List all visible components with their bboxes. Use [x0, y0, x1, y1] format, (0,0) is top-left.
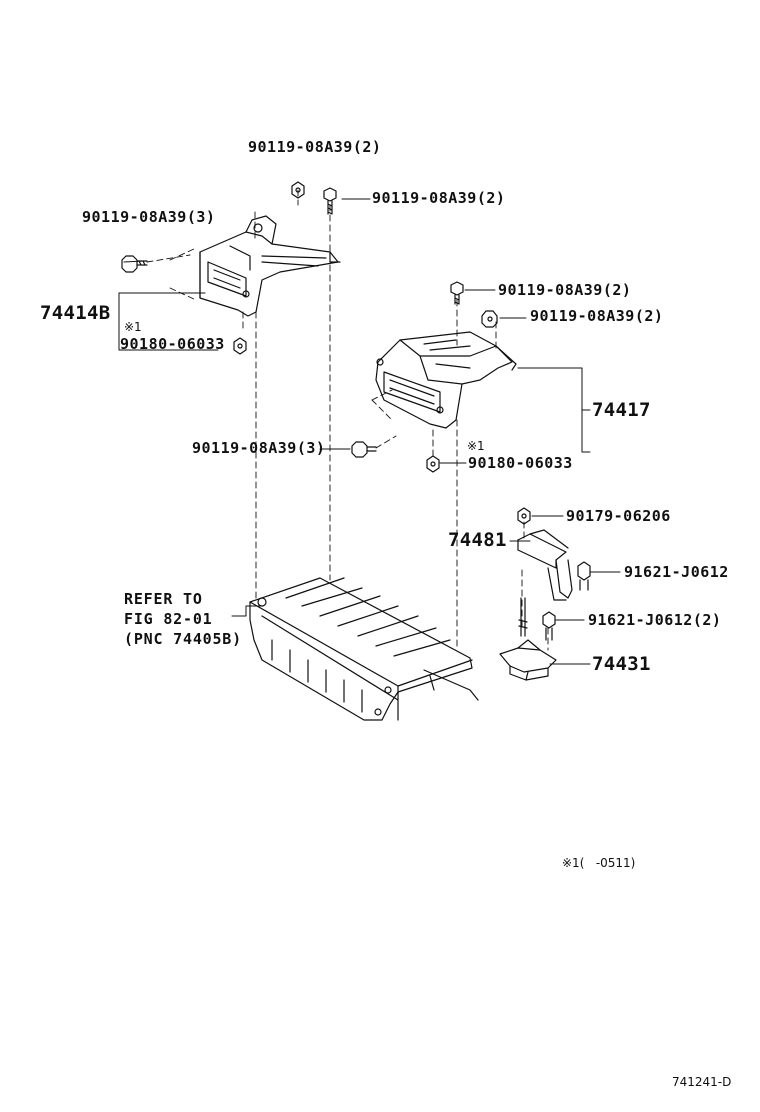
leader-lines: [118, 198, 621, 665]
assembly-lines: [146, 189, 549, 651]
label-part-74417: 74417: [592, 399, 651, 421]
nut-left-icon: [233, 337, 247, 355]
bracket-74431: [499, 639, 557, 681]
bracket-74481: [517, 529, 573, 601]
hold-down-rod: [518, 597, 528, 637]
label-nut-right: 90180-06033: [468, 454, 573, 472]
bolt-left-a-icon: [121, 255, 148, 273]
label-note-left: ※1: [124, 320, 142, 334]
label-part-74414b: 74414B: [40, 302, 111, 324]
label-bolt-right-a: 90119-08A39(2): [498, 281, 632, 299]
label-part-74431: 74431: [592, 653, 651, 675]
label-refer-line1: REFER TO: [124, 590, 203, 608]
bolt-right-a-icon: [450, 281, 464, 305]
bracket-74414b: [199, 215, 341, 317]
bolt-right-b-icon: [481, 310, 498, 328]
label-bolt-91621-b: 91621-J0612(2): [588, 611, 722, 629]
bracket-74417: [375, 331, 517, 429]
bolt-top-b-icon: [323, 187, 337, 215]
bolt-91621-a-icon: [577, 561, 591, 591]
bolt-top-a-icon: [291, 181, 305, 199]
label-bolt-top-a: 90119-08A39(2): [248, 138, 382, 156]
nut-90179-icon: [517, 507, 531, 525]
label-bolt-mid-c: 90119-08A39(3): [192, 439, 326, 457]
label-refer-line3: (PNC 74405B): [124, 630, 242, 648]
label-bolt-91621-a: 91621-J0612: [624, 563, 729, 581]
nut-right-icon: [426, 455, 440, 473]
label-part-74481: 74481: [448, 529, 507, 551]
label-bolt-left-a: 90119-08A39(3): [82, 208, 216, 226]
label-note-right: ※1: [467, 439, 485, 453]
label-bolt-right-b: 90119-08A39(2): [530, 307, 664, 325]
label-refer-line2: FIG 82-01: [124, 610, 213, 628]
battery-tray: [249, 577, 479, 721]
label-nut-90179: 90179-06206: [566, 507, 671, 525]
label-nut-left: 90180-06033: [120, 335, 225, 353]
bolt-91621-b-icon: [542, 611, 556, 641]
label-bolt-top-b: 90119-08A39(2): [372, 189, 506, 207]
label-footnote: ※1( -0511): [562, 856, 636, 870]
bolt-mid-c-icon: [351, 441, 377, 458]
label-diagram-code: 741241-D: [672, 1075, 732, 1089]
